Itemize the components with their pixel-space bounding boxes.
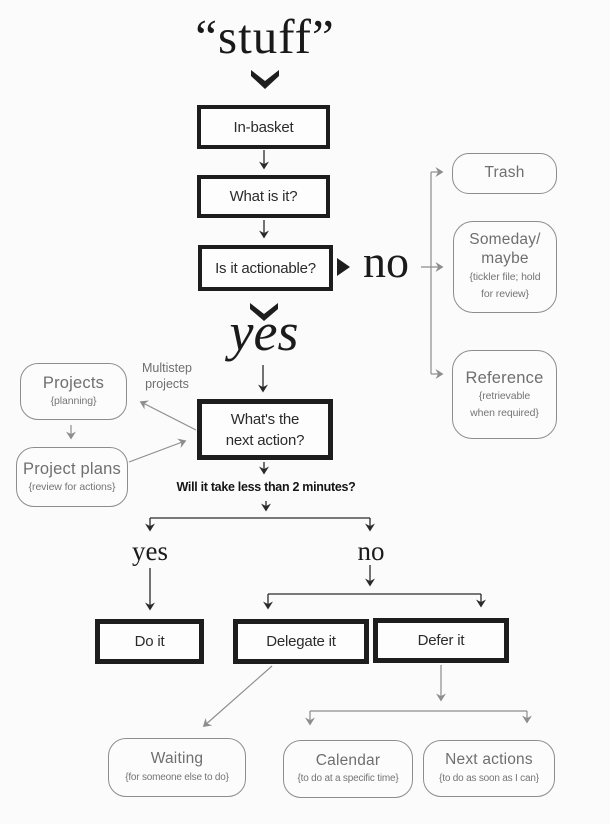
chevron-down-icon [251, 70, 279, 89]
terminal-someday-maybe: Someday/ maybe {tickler file; hold for r… [453, 221, 557, 313]
someday-note-line2: for review} [481, 287, 529, 300]
gray-connectors [66, 167, 532, 727]
dark-connectors [145, 150, 486, 611]
label-no-two-minutes: no [357, 536, 385, 566]
box-is-it-actionable: Is it actionable? [198, 245, 333, 291]
someday-title-line1: Someday/ [469, 231, 541, 249]
terminal-trash: Trash [452, 153, 557, 194]
title-stuff: “stuff” [195, 9, 335, 64]
box-in-basket: In-basket [197, 105, 330, 149]
someday-note-line1: {tickler file; hold [469, 271, 541, 284]
terminal-project-plans: Project plans {review for actions} [16, 447, 128, 507]
calendar-note: {to do at a specific time} [297, 773, 399, 785]
box-do-it-label: Do it [134, 633, 165, 650]
box-whats-the-next-action: What's the next action? [197, 399, 333, 460]
box-defer-it: Defer it [373, 618, 509, 663]
arrow-delegate-to-waiting [202, 665, 273, 727]
terminal-calendar: Calendar {to do at a specific time} [283, 740, 413, 798]
box-delegate-it-label: Delegate it [266, 633, 336, 650]
next-action-line1: What's the [230, 410, 300, 428]
reference-note-line1: {retrievable [478, 389, 531, 402]
chevron-down-icon [250, 303, 278, 321]
label-yes-actionable: yes [229, 302, 299, 362]
waiting-note: {for someone else to do} [125, 771, 229, 783]
project-plans-title: Project plans [23, 459, 121, 478]
next-actions-title: Next actions [445, 751, 533, 769]
box-defer-it-label: Defer it [417, 632, 465, 649]
label-multistep-projects: Multistep projects [133, 360, 201, 393]
arrow-plans-to-nextaction [128, 438, 187, 463]
box-delegate-it: Delegate it [233, 619, 369, 664]
projects-title: Projects [42, 374, 105, 393]
terminal-waiting: Waiting {for someone else to do} [108, 738, 246, 797]
multistep-line1: Multistep [141, 361, 193, 375]
terminal-next-actions: Next actions {to do as soon as I can} [423, 740, 555, 797]
terminal-reference: Reference {retrievable when required} [452, 350, 557, 439]
label-yes-two-minutes: yes [132, 536, 168, 566]
next-actions-note: {to do as soon as I can} [439, 772, 539, 784]
projects-note: {planning} [50, 395, 97, 408]
box-do-it: Do it [95, 619, 204, 664]
chevron-right-icon [337, 258, 350, 276]
bold-chevron-arrows [250, 70, 350, 321]
reference-note-line2: when required} [470, 406, 539, 419]
box-what-is-it: What is it? [197, 175, 330, 218]
calendar-title: Calendar [315, 751, 381, 769]
trash-title: Trash [484, 164, 525, 182]
box-what-is-it-label: What is it? [229, 188, 298, 205]
box-is-it-actionable-label: Is it actionable? [215, 259, 316, 277]
terminal-projects: Projects {planning} [20, 363, 127, 420]
next-action-line2: next action? [225, 431, 305, 449]
waiting-title: Waiting [150, 750, 204, 768]
label-two-minute-question: Will it take less than 2 minutes? [176, 480, 356, 494]
someday-title-line2: maybe [481, 250, 529, 268]
arrow-nextaction-to-projects [139, 400, 197, 431]
project-plans-note: {review for actions} [28, 480, 116, 493]
box-in-basket-label: In-basket [233, 118, 294, 136]
reference-title: Reference [465, 368, 544, 387]
multistep-line2: projects [145, 377, 189, 392]
label-no-actionable: no [363, 236, 409, 287]
